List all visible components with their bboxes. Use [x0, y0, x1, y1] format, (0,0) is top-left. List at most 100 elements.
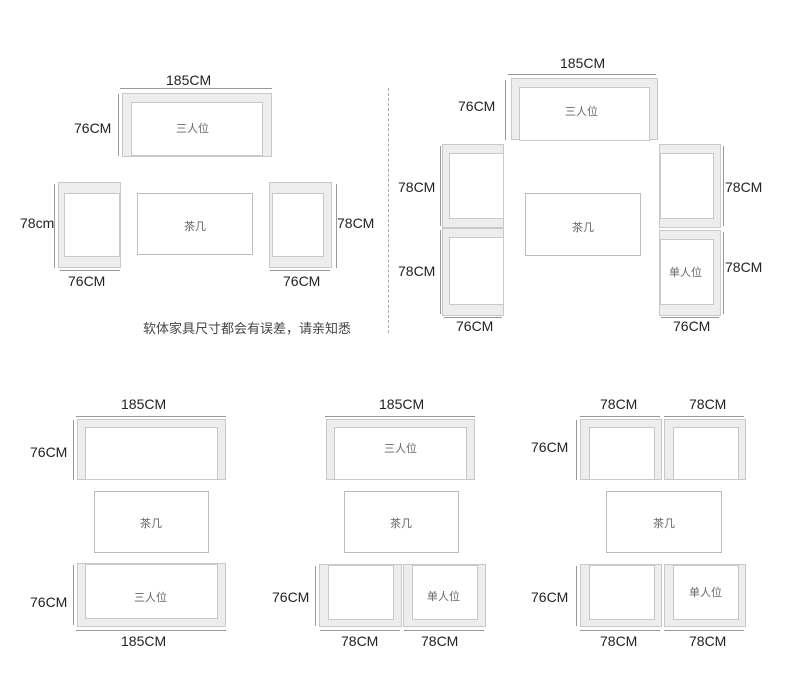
dim-line-depth-lt	[440, 146, 441, 226]
single-seat-left-cushion	[64, 193, 120, 257]
single-seat-cushion	[589, 565, 655, 620]
bottom-left-width-label: 78CM	[600, 633, 638, 649]
coffee-table	[137, 193, 253, 255]
top-width-label: 185CM	[379, 396, 425, 412]
single-seat-cushion	[449, 237, 504, 305]
three-seat-label: 三人位	[134, 592, 167, 604]
single-seat-right	[403, 564, 486, 627]
single-seat-cushion	[328, 565, 394, 620]
left-top-depth-label: 78CM	[398, 179, 436, 195]
coffee-table	[606, 491, 722, 553]
coffee-table-label: 茶几	[140, 518, 162, 530]
top-depth-label: 76CM	[30, 444, 68, 460]
coffee-table	[94, 491, 209, 553]
dim-line-width-top	[325, 416, 475, 417]
single-seat-cushion	[660, 153, 714, 219]
top-width-label: 185CM	[121, 396, 167, 412]
dim-line-depth-rb	[723, 232, 724, 314]
single-seat-top-right	[664, 419, 746, 480]
dim-line-depth-top	[73, 420, 74, 480]
three-seat-sofa	[122, 93, 272, 157]
dim-line-depth-top	[576, 420, 577, 480]
right-width-label: 78CM	[421, 633, 459, 649]
dim-line-depth-bottom	[576, 566, 577, 626]
right-bottom-depth-label: 78CM	[725, 259, 763, 275]
single-seat-left-bottom	[442, 228, 504, 316]
dim-line-width-lb	[444, 317, 502, 318]
three-seat-cushion	[85, 427, 218, 480]
single-seat-cushion	[673, 565, 739, 620]
top-right-width-label: 78CM	[689, 396, 727, 412]
three-seat-label: 三人位	[565, 106, 598, 118]
dim-line-width-top	[76, 416, 226, 417]
top-left-width-label: 78CM	[600, 396, 638, 412]
top-depth-label: 76CM	[531, 439, 569, 455]
three-seat-cushion	[334, 427, 467, 480]
left-width-label: 78CM	[341, 633, 379, 649]
single-seat-cushion	[449, 153, 504, 219]
single-seat-label: 单人位	[669, 267, 702, 279]
tolerance-note: 软体家具尺寸都会有误差，请亲知悉	[143, 321, 352, 336]
left-width-label: 76CM	[68, 273, 106, 289]
dim-line-width-right	[404, 630, 484, 631]
dim-line-depth	[118, 94, 119, 156]
single-seat-bottom-right	[664, 564, 746, 627]
coffee-table	[525, 193, 641, 256]
left-bottom-width-label: 76CM	[456, 318, 494, 334]
single-seat-label: 单人位	[689, 587, 722, 599]
dim-line-width-rb	[661, 317, 719, 318]
three-seat-sofa	[511, 78, 658, 141]
single-seat-right-bottom	[659, 230, 721, 316]
dim-line-right-width	[270, 270, 330, 271]
dim-depth-label: 76CM	[74, 120, 112, 136]
depth-label: 76CM	[272, 589, 310, 605]
dim-line-depth	[505, 80, 506, 140]
dim-depth-label: 76CM	[458, 98, 496, 114]
single-seat-cushion	[589, 427, 655, 480]
coffee-table-label: 茶几	[184, 221, 206, 233]
dim-line-left-width	[60, 270, 120, 271]
three-seat-sofa	[326, 419, 475, 480]
dim-line-width	[120, 88, 272, 89]
single-seat-left	[319, 564, 402, 627]
single-seat-right	[269, 182, 332, 268]
dim-line-depth-rt	[723, 146, 724, 226]
dim-line-depth	[315, 566, 316, 626]
single-seat-left	[58, 182, 121, 268]
single-seat-left-top	[442, 144, 504, 228]
dim-line-depth-lb	[440, 230, 441, 314]
dim-line-left-depth	[54, 184, 55, 268]
single-seat-right-top	[659, 144, 721, 228]
three-seat-cushion	[519, 87, 650, 141]
dim-line-width-left	[320, 630, 400, 631]
bottom-width-label: 185CM	[121, 633, 167, 649]
coffee-table-label: 茶几	[390, 518, 412, 530]
coffee-table-label: 茶几	[572, 222, 594, 234]
dim-line-width-top-left	[580, 416, 660, 417]
three-seat-label: 三人位	[384, 443, 417, 455]
single-seat-cushion	[412, 565, 478, 620]
three-seat-cushion	[85, 564, 218, 619]
single-seat-cushion	[660, 239, 714, 305]
bottom-depth-label: 76CM	[30, 594, 68, 610]
dim-line-width-bottom	[76, 630, 226, 631]
coffee-table-label: 茶几	[653, 518, 675, 530]
dim-line-width-bottom-right	[664, 630, 744, 631]
section-divider	[388, 88, 389, 333]
three-seat-label: 三人位	[176, 123, 209, 135]
left-depth-label: 78cm	[20, 215, 55, 231]
dim-line-width	[508, 74, 656, 75]
right-bottom-width-label: 76CM	[673, 318, 711, 334]
single-seat-bottom-left	[580, 564, 662, 627]
bottom-depth-label: 76CM	[531, 589, 569, 605]
right-top-depth-label: 78CM	[725, 179, 763, 195]
right-depth-label: 78CM	[337, 215, 375, 231]
dim-width-label: 185CM	[166, 72, 212, 88]
single-seat-top-left	[580, 419, 662, 480]
right-width-label: 76CM	[283, 273, 321, 289]
dim-line-depth-bottom	[73, 565, 74, 625]
three-seat-cushion	[131, 102, 263, 156]
single-seat-cushion	[673, 427, 739, 480]
left-bottom-depth-label: 78CM	[398, 263, 436, 279]
dim-line-right-depth	[336, 184, 337, 268]
